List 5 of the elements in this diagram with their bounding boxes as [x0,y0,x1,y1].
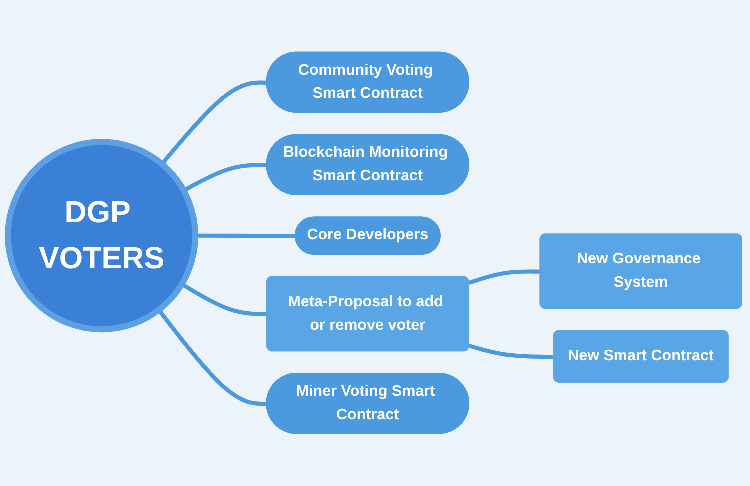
node-circle: DGP VOTERS [5,139,199,333]
connector [468,344,554,360]
connector [468,270,541,286]
connector [160,80,268,166]
connector [157,308,268,406]
